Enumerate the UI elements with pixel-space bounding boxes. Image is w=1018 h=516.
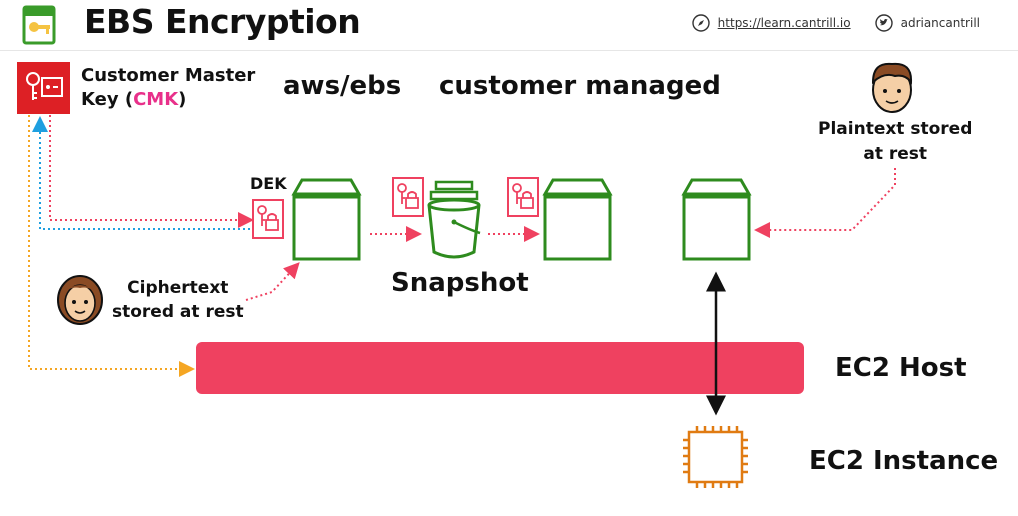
ec2-instance-label: EC2 Instance: [809, 446, 999, 476]
plaintext-label: Plaintext stored at rest: [818, 117, 972, 167]
cmk-label-line2: Key (CMK): [81, 89, 187, 110]
ciphertext-arrow: [245, 262, 300, 301]
cmk-to-dek-red-arrow: [49, 115, 254, 228]
ciphertext-line1: Ciphertext: [127, 278, 229, 298]
cmk-to-host-orange-arrow: [28, 115, 195, 377]
snapshot-label: Snapshot: [391, 268, 529, 298]
ciphertext-label: Ciphertext stored at rest: [112, 276, 244, 324]
ciphertext-line2: stored at rest: [112, 302, 244, 322]
cmk-label: Customer Master Key (CMK): [81, 64, 255, 112]
ec2-instance-icon: [683, 426, 748, 488]
aws-ebs-label: aws/ebs: [283, 71, 402, 101]
dek-to-cmk-blue-arrow: [32, 116, 250, 230]
compass-icon: [691, 14, 710, 32]
dek-key-icon: [252, 199, 284, 239]
plaintext-arrow: [754, 168, 896, 238]
dek-label: DEK: [250, 174, 287, 193]
cmk-key-icon: [17, 62, 70, 114]
plaintext-line1: Plaintext stored: [818, 119, 973, 139]
plaintext-line2: at rest: [863, 144, 928, 164]
kms-key-icon: [22, 5, 56, 45]
twitter-handle[interactable]: adriancantrill: [900, 16, 980, 30]
twitter-icon: [874, 14, 893, 32]
customer-managed-label: customer managed: [439, 71, 721, 101]
page-title: EBS Encryption: [84, 2, 361, 41]
person-ciphertext-icon: [57, 275, 103, 325]
ebs-volume-icon-2: [542, 178, 613, 261]
snapshot-bucket-icon: [427, 180, 481, 259]
cmk-label-line1: Customer Master: [81, 65, 256, 86]
person-plaintext-icon: [871, 62, 913, 113]
ebs-volume-icon-3: [681, 178, 752, 261]
site-link[interactable]: https://learn.cantrill.io: [717, 16, 851, 30]
header-bar: EBS Encryption https://learn.cantrill.io…: [0, 0, 1018, 51]
ec2-host-label: EC2 Host: [835, 353, 967, 383]
volume-key-icon: [507, 177, 539, 217]
header-links: https://learn.cantrill.io adriancantrill: [691, 14, 980, 32]
ec2-host-bar: [196, 342, 804, 394]
snapshot-key-icon: [392, 177, 424, 217]
cmk-abbrev: CMK: [133, 89, 179, 110]
ebs-volume-icon-1: [291, 178, 362, 261]
